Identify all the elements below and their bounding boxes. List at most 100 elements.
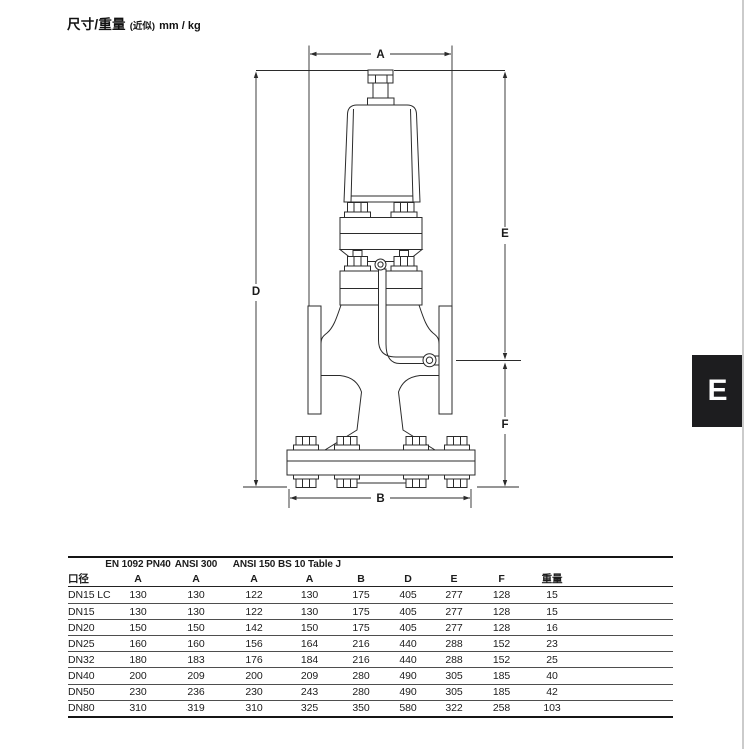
cell: 184 <box>300 653 319 666</box>
cell: 277 <box>445 605 463 618</box>
cell-size: DN15 <box>68 605 95 618</box>
cell: 209 <box>187 670 205 683</box>
table-row: DN20 150 150 142 150 175 405 277 128 16 <box>68 619 673 635</box>
cell: 230 <box>129 686 147 699</box>
cell: 150 <box>300 621 319 634</box>
cell: 15 <box>546 589 558 602</box>
cell: 160 <box>187 637 205 650</box>
cell: 175 <box>352 605 370 618</box>
cell: 128 <box>492 621 511 634</box>
cell: 350 <box>352 702 370 715</box>
cell: 200 <box>129 670 147 683</box>
valve-outline <box>286 69 476 488</box>
cell: 230 <box>245 686 263 699</box>
cell: 216 <box>352 637 370 650</box>
adjusting-screw <box>367 69 395 106</box>
cell: 280 <box>352 670 370 683</box>
cell: 288 <box>445 653 463 666</box>
inlet-flange <box>307 305 322 415</box>
cell-size: DN25 <box>68 637 95 650</box>
table-row: DN40 200 209 200 209 280 490 305 185 40 <box>68 667 673 683</box>
group-header-ansi300: ANSI 300 <box>174 559 218 570</box>
sub-header-weight: 重量 <box>541 573 563 585</box>
cell: 310 <box>129 702 147 715</box>
sub-header-f: F <box>498 572 505 585</box>
cell: 130 <box>129 605 147 618</box>
table-row: DN15 LC 130 130 122 130 175 405 277 128 … <box>68 587 673 603</box>
dim-label-e: E <box>501 228 509 240</box>
table-row: DN80 310 319 310 325 350 580 322 258 103 <box>68 699 673 716</box>
dim-label-a: A <box>376 49 384 61</box>
cell: 209 <box>300 670 319 683</box>
cell-size: DN15 LC <box>68 589 111 602</box>
cell: 405 <box>399 621 417 634</box>
cell: 305 <box>445 670 463 683</box>
cell: 156 <box>245 637 263 650</box>
dim-label-d: D <box>252 286 260 298</box>
cell: 128 <box>492 589 511 602</box>
cell: 183 <box>187 653 205 666</box>
group-header-ansi150: ANSI 150 <box>232 559 276 570</box>
cell: 440 <box>399 637 417 650</box>
base-flange <box>286 449 476 476</box>
base-bolts <box>293 436 470 488</box>
cell: 185 <box>492 686 511 699</box>
cell: 277 <box>445 621 463 634</box>
upper-bolts <box>344 202 418 218</box>
cell: 122 <box>245 589 263 602</box>
dimensions-table: EN 1092 PN40 ANSI 300 ANSI 150 BS 10 Tab… <box>68 556 673 718</box>
spring-housing <box>343 104 421 203</box>
cell: 580 <box>399 702 417 715</box>
cell: 130 <box>187 589 205 602</box>
sub-header-b: B <box>357 572 365 585</box>
cell: 128 <box>492 605 511 618</box>
cell: 150 <box>187 621 205 634</box>
cell-size: DN40 <box>68 670 95 683</box>
cell: 243 <box>300 686 319 699</box>
cell: 200 <box>245 670 263 683</box>
sub-header-d: D <box>404 572 412 585</box>
cell: 305 <box>445 686 463 699</box>
cell: 40 <box>546 670 558 683</box>
cell: 130 <box>129 589 147 602</box>
cell: 152 <box>492 637 511 650</box>
cell: 142 <box>245 621 263 634</box>
cell: 176 <box>245 653 263 666</box>
cell: 216 <box>352 653 370 666</box>
table-row: DN15 130 130 122 130 175 405 277 128 15 <box>68 603 673 619</box>
cell: 319 <box>187 702 205 715</box>
cell: 150 <box>129 621 147 634</box>
cell: 175 <box>352 621 370 634</box>
dimension-lines: A D E F <box>243 45 521 508</box>
cell: 277 <box>445 589 463 602</box>
sub-header-e: E <box>450 572 458 585</box>
col-header-size: 口径 <box>68 573 89 585</box>
cell-size: DN32 <box>68 653 95 666</box>
dim-label-f: F <box>501 419 508 431</box>
table-row: DN32 180 183 176 184 216 440 288 152 25 <box>68 651 673 667</box>
section-tab: E <box>692 355 743 427</box>
cell-size: DN80 <box>68 702 95 715</box>
valve-dimension-drawing: A D E F <box>230 35 530 520</box>
cell: 160 <box>129 637 147 650</box>
valve-drawing-svg: A D E F <box>243 45 521 508</box>
cell: 42 <box>546 686 558 699</box>
cell: 122 <box>245 605 263 618</box>
page-edge-line <box>742 0 744 749</box>
cell: 25 <box>546 653 558 666</box>
table-group-header-row: EN 1092 PN40 ANSI 300 ANSI 150 BS 10 Tab… <box>68 558 673 571</box>
mid-bolts <box>344 250 418 272</box>
sub-header-a4: A <box>305 572 314 585</box>
cell: 288 <box>445 637 463 650</box>
cell: 15 <box>546 605 558 618</box>
cell: 310 <box>245 702 263 715</box>
cell: 440 <box>399 653 417 666</box>
cell: 103 <box>543 702 561 715</box>
cell: 130 <box>187 605 205 618</box>
sub-header-a2: A <box>192 572 200 585</box>
title-approximate: (近似) <box>129 21 156 32</box>
title-dimensions-weights: 尺寸/重量 <box>67 17 126 32</box>
cell: 130 <box>300 605 319 618</box>
title-units: mm / kg <box>159 20 201 32</box>
